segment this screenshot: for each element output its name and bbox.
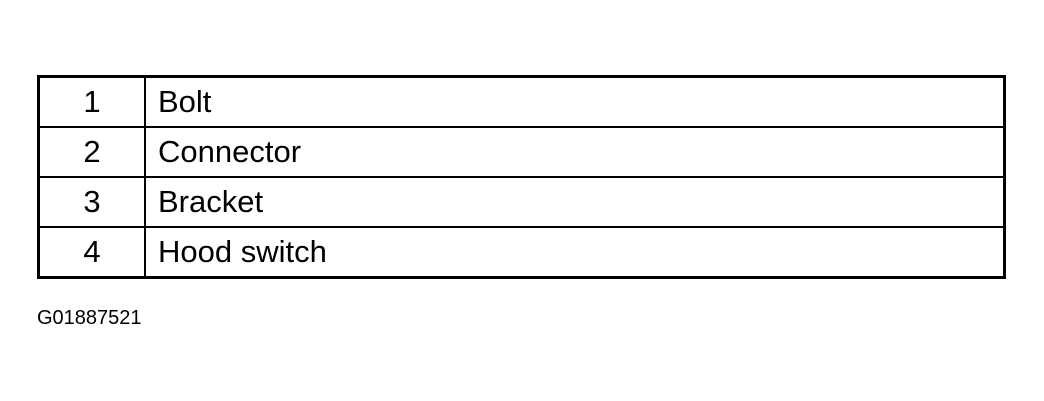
table-row: 1 Bolt [37, 75, 1006, 128]
legend-table-body: 1 Bolt 2 Connector 3 Bracket 4 Hood swit… [37, 75, 1006, 279]
item-description: Connector [144, 126, 1006, 178]
legend-table: 1 Bolt 2 Connector 3 Bracket 4 Hood swit… [37, 75, 1006, 279]
table-row: 3 Bracket [37, 176, 1006, 228]
table-row: 2 Connector [37, 126, 1006, 178]
item-description: Hood switch [144, 226, 1006, 279]
item-number: 4 [37, 226, 146, 279]
item-number: 1 [37, 75, 146, 128]
item-description: Bracket [144, 176, 1006, 228]
item-description: Bolt [144, 75, 1006, 128]
table-row: 4 Hood switch [37, 226, 1006, 279]
figure-id: G01887521 [37, 307, 142, 329]
item-number: 2 [37, 126, 146, 178]
item-number: 3 [37, 176, 146, 228]
